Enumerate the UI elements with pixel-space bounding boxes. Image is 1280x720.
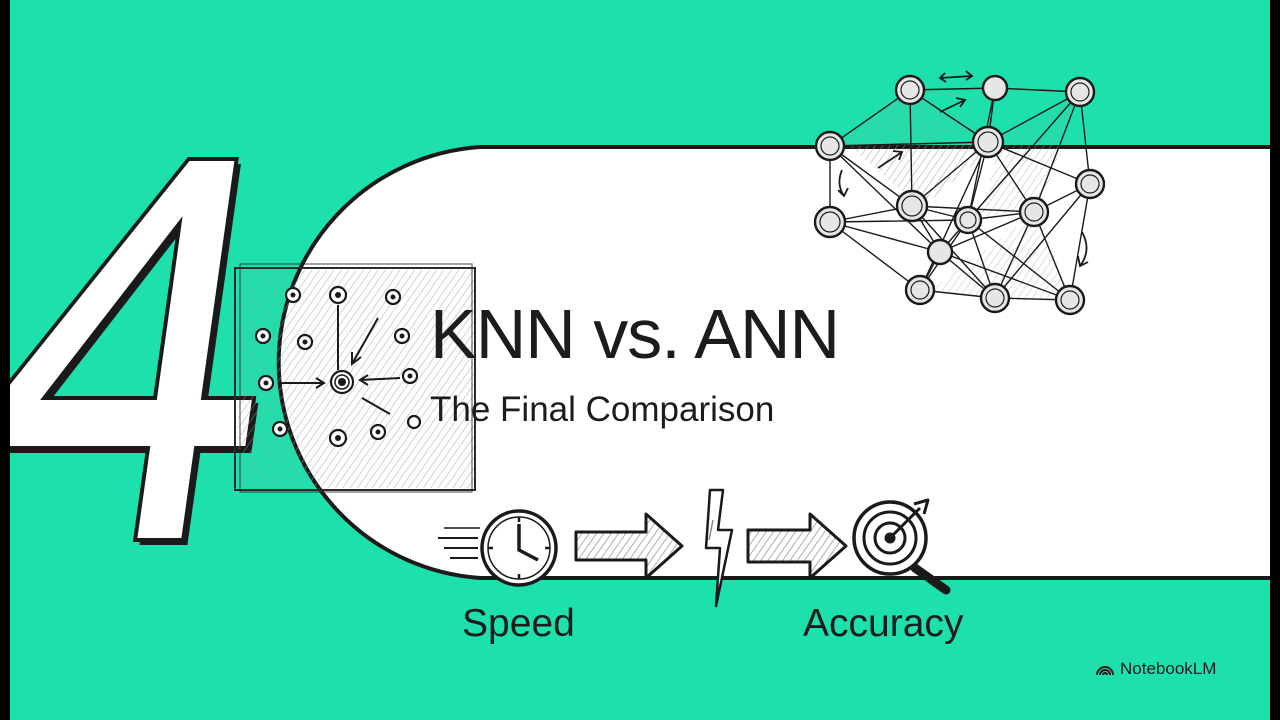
ann-node-graph xyxy=(813,70,1106,316)
slide-title: KNN vs. ANN xyxy=(430,295,840,373)
notebooklm-watermark: NotebookLM xyxy=(1095,659,1216,679)
clock-icon xyxy=(438,509,558,587)
arrow-right-icon-1 xyxy=(574,512,684,580)
target-magnifier-icon xyxy=(852,498,951,595)
notebooklm-logo-icon xyxy=(1096,666,1114,676)
brand-label: NotebookLM xyxy=(1120,659,1217,678)
speed-label: Speed xyxy=(462,602,575,645)
arrow-right-icon-2 xyxy=(746,512,848,580)
slide-artwork xyxy=(10,70,1270,608)
slide-subtitle: The Final Comparison xyxy=(430,390,775,429)
section-number-4 xyxy=(10,157,259,545)
knn-dot-grid xyxy=(234,263,476,493)
accuracy-label: Accuracy xyxy=(803,602,964,645)
lightning-icon xyxy=(704,488,734,608)
slide: KNN vs. ANN The Final Comparison Speed A… xyxy=(10,0,1270,720)
